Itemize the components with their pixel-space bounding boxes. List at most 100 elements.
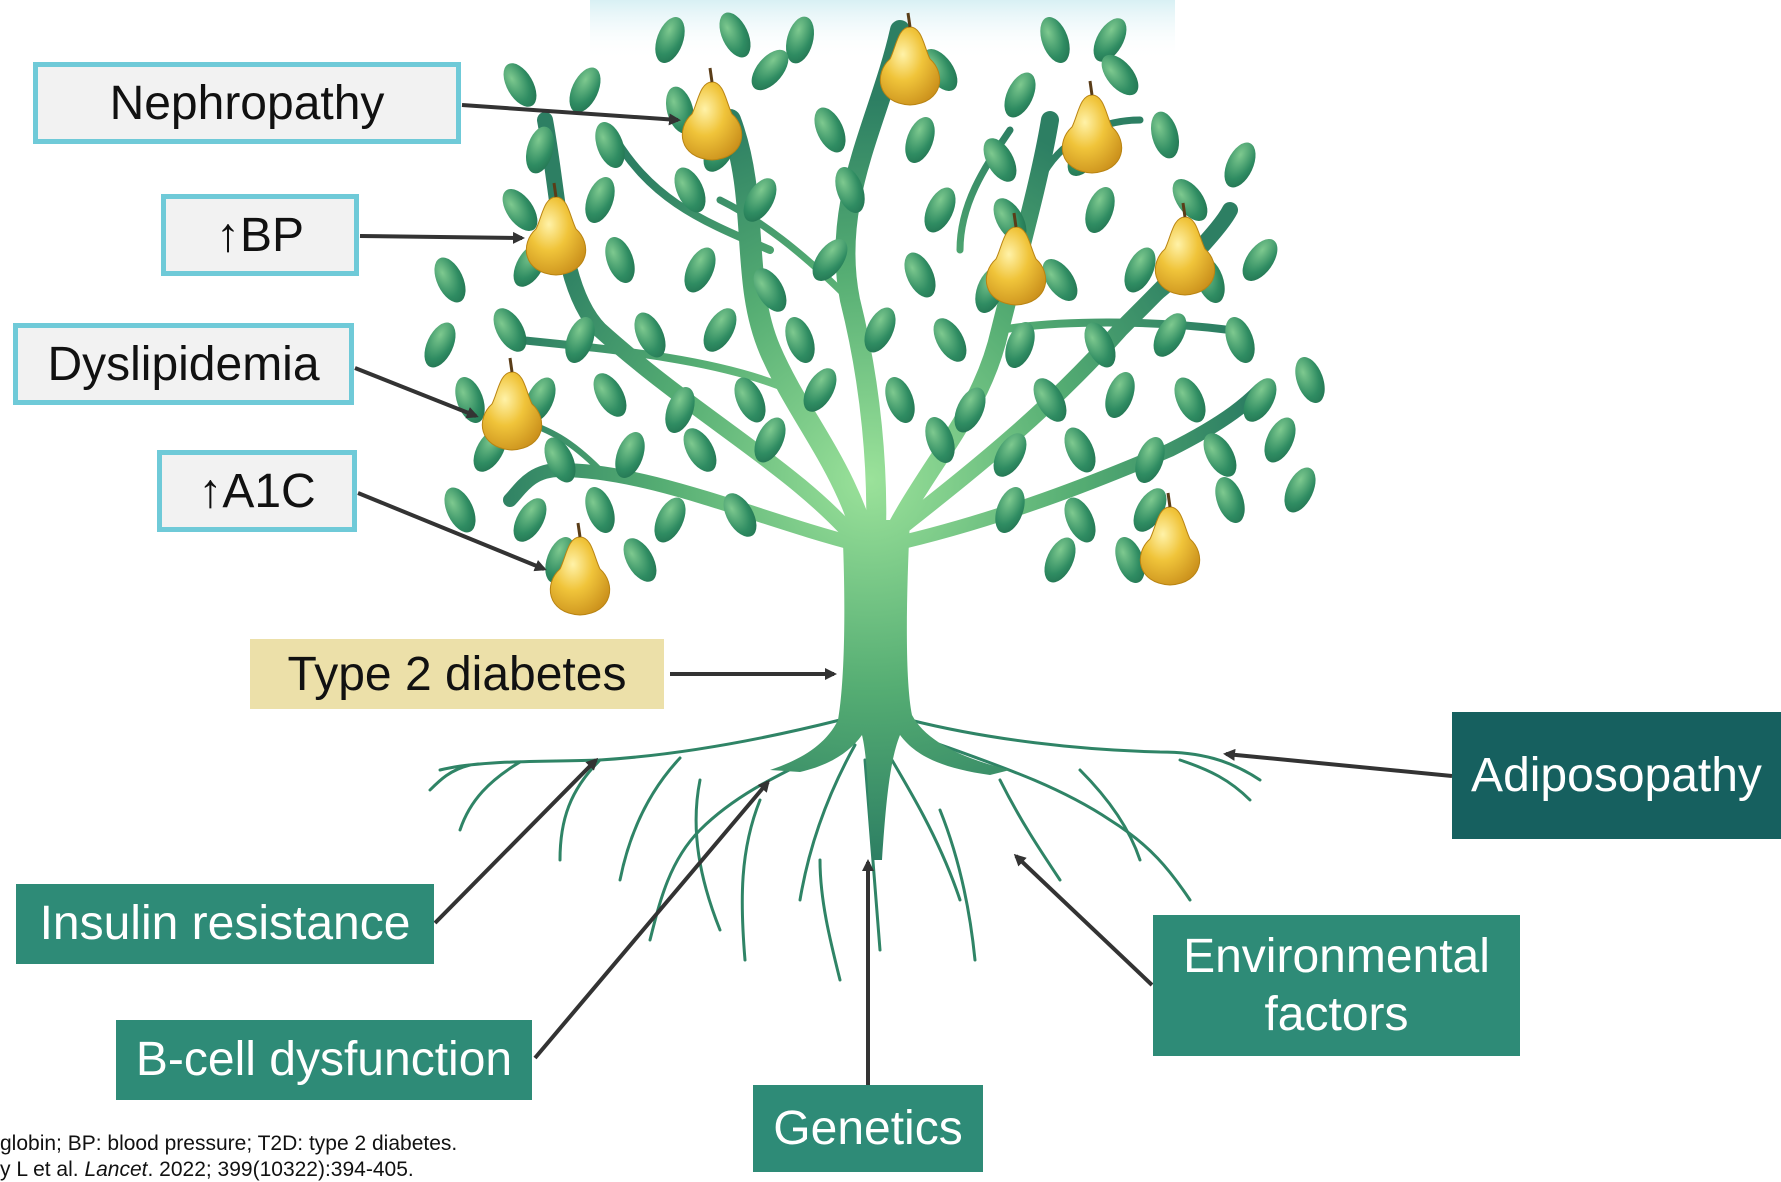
leaf-5	[503, 63, 537, 107]
pear-3	[549, 536, 611, 616]
leaf-28	[1172, 178, 1208, 222]
leaf-6	[569, 67, 601, 113]
leaf-48	[864, 307, 896, 353]
insulin-resistance-label: Insulin resistance	[16, 884, 434, 964]
leaf-76	[1203, 433, 1237, 477]
leaf-41	[1242, 238, 1278, 282]
leaf-70	[683, 428, 717, 472]
leaf-21	[585, 177, 615, 223]
leaf-34	[753, 268, 787, 312]
leaf-79	[513, 498, 547, 542]
factors-line: factors	[1264, 987, 1409, 1041]
leaf-45	[634, 312, 666, 358]
leaf-73	[993, 433, 1027, 477]
footnote-reference: y L et al. Lancet. 2022; 399(10322):394-…	[0, 1158, 414, 1182]
environmental-line: Environmental	[1183, 929, 1490, 983]
leaf-56	[593, 373, 627, 417]
tree-root-8	[618, 756, 682, 882]
leaf-38	[1042, 258, 1078, 302]
leaf-60	[885, 377, 915, 423]
leaf-58	[734, 377, 766, 423]
leaf-84	[1064, 497, 1096, 543]
tree-root-13	[938, 808, 977, 962]
pear-6	[985, 226, 1047, 306]
leaf-80	[585, 487, 615, 533]
blood-pressure-label: ↑BP	[161, 194, 359, 276]
leaf-65	[1243, 378, 1277, 422]
pear-stem-6	[1012, 212, 1018, 228]
leaf-3	[1040, 17, 1070, 63]
reference-journal: Lancet	[84, 1158, 148, 1181]
leaf-42	[424, 322, 456, 368]
pear-stem-7	[1181, 202, 1187, 218]
leaf-2	[785, 16, 815, 64]
leaf-29	[1224, 142, 1256, 188]
leaf-63	[1105, 372, 1135, 418]
leaf-36	[904, 252, 936, 298]
leaf-35	[812, 238, 848, 282]
leaf-12	[525, 126, 555, 174]
pear-4	[879, 26, 941, 106]
leaf-33	[684, 247, 716, 293]
leaf-1	[719, 12, 751, 58]
leaf-91	[1115, 537, 1145, 583]
arrow-insulin-resistance	[433, 757, 599, 925]
tree-root-1	[648, 738, 852, 942]
tree-root-11	[1078, 768, 1142, 862]
leaf-52	[1153, 313, 1187, 357]
type2-diabetes-label: Type 2 diabetes	[250, 639, 664, 709]
leaf-83	[995, 487, 1025, 533]
pear-fruits	[481, 12, 1216, 616]
tree-branch-0	[719, 109, 881, 571]
connector-arrows	[354, 103, 1453, 1085]
leaf-66	[1295, 357, 1325, 403]
leaf-68	[544, 437, 576, 483]
leaf-82	[723, 493, 757, 537]
leaf-39	[1124, 247, 1156, 293]
arrow-environmental-factors	[1013, 853, 1154, 987]
leaf-15	[814, 107, 846, 153]
nephropathy-label: Nephropathy	[33, 62, 461, 144]
pear-0	[681, 81, 743, 161]
arrow-bcell-dysfunction	[533, 779, 770, 1060]
a1c-label: ↑A1C	[157, 450, 357, 532]
pear-stem-3	[576, 522, 582, 538]
leaf-59	[803, 368, 837, 412]
pear-8	[1139, 506, 1201, 586]
leaf-64	[1174, 377, 1206, 423]
leaf-50	[1005, 322, 1035, 368]
pear-stem-1	[552, 182, 558, 198]
arrow-adiposopathy	[1223, 748, 1453, 778]
reference-details: . 2022; 399(10322):394-405.	[147, 1158, 414, 1181]
arrow-nephropathy	[461, 103, 681, 126]
tree-root-16	[428, 763, 472, 792]
pear-stem-0	[708, 67, 714, 83]
leaf-53	[1225, 317, 1255, 363]
tree-branch-11	[716, 196, 854, 304]
tree-root-15	[818, 858, 842, 982]
tree-root-6	[908, 718, 1262, 782]
arrow-bp	[359, 231, 525, 244]
footnote-abbreviations: globin; BP: blood pressure; T2D: type 2 …	[0, 1132, 458, 1155]
reference-authors: y L et al.	[0, 1158, 85, 1181]
leaf-43	[493, 308, 527, 352]
tree-root-14	[694, 778, 722, 932]
leaf-89	[623, 538, 657, 582]
tree-root-9	[458, 760, 522, 832]
leaf-51	[1084, 322, 1116, 368]
leaf-77	[1264, 417, 1296, 463]
tree-root-5	[898, 728, 1192, 902]
tree-root-0	[438, 718, 842, 772]
leaf-78	[444, 487, 476, 533]
tree-trunk	[770, 520, 1010, 860]
tree-branch-9	[606, 126, 774, 254]
pear-stem-8	[1166, 492, 1172, 508]
bcell-dysfunction-label: B-cell dysfunction	[116, 1020, 532, 1100]
leaf-20	[502, 188, 538, 232]
arrow-a1c	[357, 491, 547, 572]
pear-stem-2	[508, 357, 514, 373]
tree-root-12	[740, 798, 762, 962]
leaf-46	[703, 308, 737, 352]
leaf-11	[1101, 54, 1139, 96]
